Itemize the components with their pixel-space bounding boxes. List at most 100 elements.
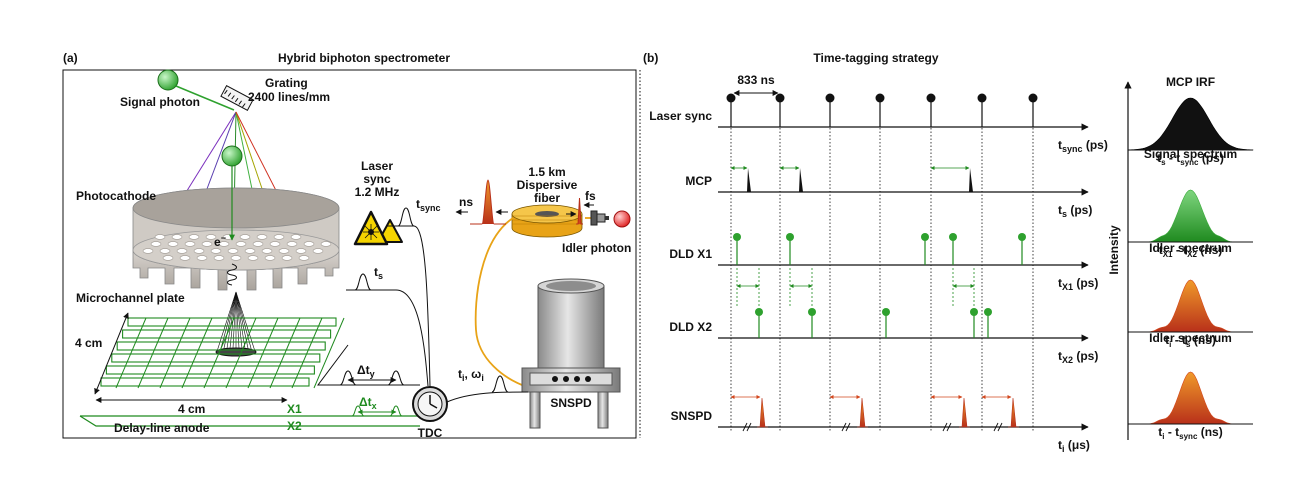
timeline-label: DLD X1 [669,247,712,261]
grid-wire-vertical [269,317,301,389]
size-left-label: 4 cm [75,336,102,350]
axis-break-icon [841,422,851,432]
mcp-hole [193,248,205,254]
wire-ti [446,391,529,403]
timeline-label: DLD X2 [669,320,712,334]
laser-label-2: sync [363,172,391,186]
wire-y [317,344,420,386]
mcp-hole [264,255,276,261]
x1-marker [786,233,794,241]
fiber-label-1: 1.5 km [528,165,565,179]
fiber-label-2: Dispersive [517,178,578,192]
x2-marker [882,308,890,316]
mcp-hole [227,248,239,254]
histogram-profile [1127,97,1254,151]
timeline-label: MCP [685,174,712,188]
cone-ray [222,291,237,353]
photocathode-label: Photocathode [76,189,156,203]
pulse-y1 [339,370,357,386]
panel-b-tag: (b) [643,51,658,65]
sync-marker [875,93,885,103]
timeline-axis-label: ts (ps) [1058,203,1092,219]
mcp-hole [230,255,242,261]
dty-label: Δty [357,363,375,379]
mcp-hole [298,255,310,261]
fiber-spool-icon [511,204,583,238]
mcp-hole [286,241,298,247]
snspd-peak [857,397,868,428]
mcp-hole [261,248,273,254]
mcp-hole [273,234,285,240]
x2-marker [984,308,992,316]
mcp-hole [244,248,256,254]
idler-photon-label: Idler photon [562,241,631,255]
grid-wire-vertical [159,317,191,389]
panel-a-title: Hybrid biphoton spectrometer [278,51,450,65]
wire-x2 [79,415,420,427]
sync-marker [926,93,936,103]
anode-label: Delay-line anode [114,421,210,435]
mcp-hole [295,248,307,254]
size-bottom-label: 4 cm [178,402,205,416]
timeline-axis-label: tsync (ps) [1058,138,1108,154]
mcp-peak [966,168,976,192]
short-pulse-fs [576,197,583,225]
sync-marker [825,93,835,103]
sync-marker [726,93,736,103]
tdc-clock-icon [412,386,448,422]
grid-wire-vertical [313,317,345,389]
mcp-hole [239,234,251,240]
mcp-peak [796,168,806,192]
electron-spot [215,347,257,357]
x2-marker [808,308,816,316]
fiber-coupler-icon [590,210,609,226]
x2-label: X2 [287,419,302,433]
mcp-hole [210,248,222,254]
ti-omega-label: ti, ωi [458,367,484,383]
size-arrow-left [94,312,129,395]
mcp-hole [201,241,213,247]
sync-marker [977,93,987,103]
x1-label: X1 [287,402,302,416]
timeline-label: SNSPD [671,409,713,423]
mcp-hole [269,241,281,247]
pulse-y2 [387,370,405,386]
grid-wire-vertical [137,317,169,389]
x1-marker [733,233,741,241]
pulse-tsync [397,207,415,227]
histogram-xlabel: ti - ts (ns) [1165,333,1216,349]
grid-wire-vertical [203,317,235,389]
x1-marker [1018,233,1026,241]
wire-ts [346,289,429,387]
mcp-hole [171,234,183,240]
laser-label-1: Laser [361,159,393,173]
x2-marker [755,308,763,316]
grating-label: Grating [265,76,308,90]
laser-warning-icon [353,210,403,246]
mcp-hole [150,241,162,247]
mcp-hole [213,255,225,261]
snspd-cryostat-icon [521,278,621,429]
mcp-hole [188,234,200,240]
dtx-label: Δtx [359,395,377,411]
snspd-peak [1008,397,1019,428]
timeline-axis-label: tX2 (ps) [1058,349,1098,365]
snspd-peak [959,397,970,428]
sync-marker [1028,93,1038,103]
mcp-hole [154,234,166,240]
signal-photon-icon [157,69,179,91]
ns-label: ns [459,195,473,209]
cone-ray [235,291,250,353]
mcp-hole [218,241,230,247]
axis-break-icon [942,422,952,432]
dispersed-pulse-ns [470,179,506,225]
mcp-hole [205,234,217,240]
timeline-axis-label: tX1 (ps) [1058,276,1098,292]
x1-marker [949,233,957,241]
x2-marker [970,308,978,316]
ts-label: ts [374,265,383,281]
mcp-hole [303,241,315,247]
